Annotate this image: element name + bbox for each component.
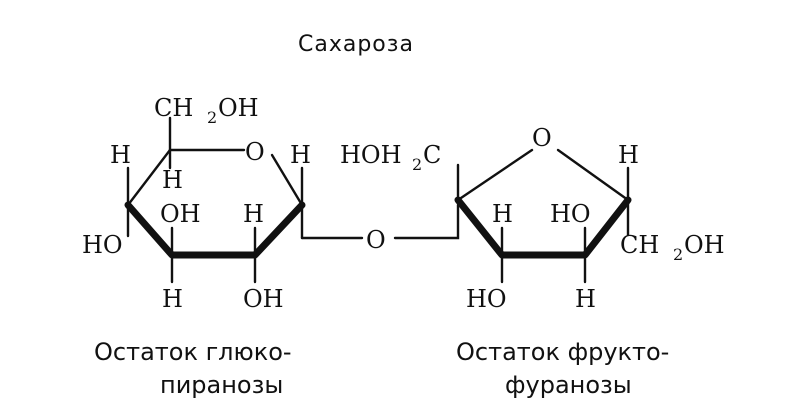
ring-oxygen-fructose: O	[532, 124, 552, 152]
ch2oh-label-fructose: CH 2 OH	[620, 231, 725, 264]
ring-bond-o-c5	[556, 148, 630, 202]
ch2oh-label-glucose: CH 2 OH	[154, 94, 259, 127]
h-c1-top: H	[290, 141, 311, 169]
svg-text:HOH: HOH	[340, 141, 402, 169]
oh-c2-bottom: OH	[243, 285, 284, 313]
svg-text:CH: CH	[620, 231, 659, 259]
h-c4-bottom-fru: H	[575, 285, 596, 313]
ring-bond-c2-o	[456, 148, 534, 202]
h-c2-top: H	[243, 200, 264, 228]
svg-text:2: 2	[207, 108, 217, 127]
bridge-oxygen: O	[366, 226, 386, 254]
caption-glucose-line1: Остаток глюко-	[94, 338, 292, 366]
svg-text:CH: CH	[154, 94, 193, 122]
ring-front-edge-glucose	[124, 201, 306, 259]
caption-fructose-line2: фуранозы	[505, 371, 632, 399]
h-c5: H	[162, 166, 183, 194]
caption-fructose-line1: Остаток фрукто-	[456, 338, 669, 366]
h-c3-bottom: H	[162, 285, 183, 313]
h-c4-top: H	[110, 141, 131, 169]
glucopyranose-ring: CH 2 OH O H H H OH H HO H OH O	[82, 94, 460, 313]
h-c3-top-fru: H	[492, 200, 513, 228]
diagram-title: Сахароза	[298, 32, 414, 57]
hoh2c-label-fructose: HOH 2 C	[340, 141, 441, 174]
caption-glucose-line2: пиранозы	[160, 371, 283, 399]
svg-text:2: 2	[673, 245, 683, 264]
svg-text:OH: OH	[684, 231, 725, 259]
ho-c3-bottom-fru: HO	[466, 285, 507, 313]
svg-text:OH: OH	[218, 94, 259, 122]
ring-oxygen-glucose: O	[245, 138, 265, 166]
h-c5-top-fru: H	[618, 141, 639, 169]
ring-bond-c5-c4	[126, 148, 172, 207]
oh-c3-top: OH	[160, 200, 201, 228]
ho-c4-top-fru: HO	[550, 200, 591, 228]
glycosidic-bond-right	[393, 203, 460, 240]
svg-text:C: C	[423, 141, 441, 169]
ring-front-edge-fructose	[454, 196, 632, 259]
ho-c4-bottom: HO	[82, 231, 123, 259]
ring-bond-o-c1	[270, 153, 304, 207]
svg-text:2: 2	[412, 155, 422, 174]
fructofuranose-ring: HOH 2 C O H H HO CH 2 OH HO H	[340, 124, 725, 313]
